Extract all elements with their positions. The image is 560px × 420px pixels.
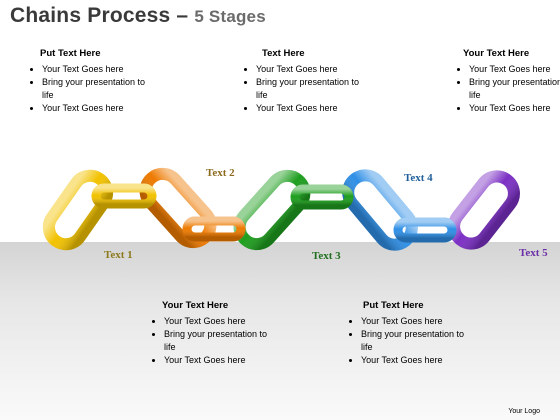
text-block-heading: Put Text Here bbox=[40, 48, 101, 59]
title-main: Chains Process – bbox=[10, 4, 189, 27]
text-block-2: Text Here Your Text Goes here Bring your… bbox=[242, 47, 362, 115]
text-block-heading: Your Text Here bbox=[162, 300, 229, 311]
stage-label-5: Text 5 bbox=[519, 247, 548, 259]
bullet-item: Your Text Goes here bbox=[256, 102, 362, 115]
bullet-item: Bring your presentation to life bbox=[361, 328, 467, 354]
chain-connector-3 bbox=[290, 184, 354, 210]
text-block-heading: Text Here bbox=[262, 48, 305, 59]
bullet-item: Your Text Goes here bbox=[469, 63, 560, 76]
chain-connector-4 bbox=[393, 217, 457, 243]
logo-text: Your Logo bbox=[508, 408, 540, 415]
text-block-4: Your Text Here Your Text Goes here Bring… bbox=[150, 299, 270, 367]
chain-connector-1 bbox=[91, 183, 157, 209]
bullet-item: Bring your presentation to life bbox=[469, 76, 560, 102]
chain-link-5 bbox=[448, 170, 520, 250]
stage-label-3: Text 3 bbox=[312, 250, 341, 262]
title-sub: 5 Stages bbox=[194, 7, 266, 26]
bullet-item: Your Text Goes here bbox=[164, 315, 270, 328]
bullet-item: Bring your presentation to life bbox=[42, 76, 148, 102]
bullet-item: Your Text Goes here bbox=[256, 63, 362, 76]
chain-connector-2 bbox=[182, 216, 246, 242]
text-block-5: Put Text Here Your Text Goes here Bring … bbox=[347, 299, 467, 367]
bullet-item: Bring your presentation to life bbox=[164, 328, 270, 354]
stage-label-4: Text 4 bbox=[404, 172, 433, 184]
bullet-item: Your Text Goes here bbox=[361, 354, 467, 367]
chain-link-3 bbox=[233, 169, 311, 251]
stage-label-2: Text 2 bbox=[206, 167, 235, 179]
bullet-item: Your Text Goes here bbox=[164, 354, 270, 367]
text-block-heading: Put Text Here bbox=[363, 300, 424, 311]
bullet-item: Your Text Goes here bbox=[361, 315, 467, 328]
text-block-3: Your Text Here Your Text Goes here Bring… bbox=[455, 47, 560, 115]
bullet-item: Your Text Goes here bbox=[42, 102, 148, 115]
bullet-item: Your Text Goes here bbox=[42, 63, 148, 76]
chain-link-1 bbox=[42, 169, 114, 251]
text-block-heading: Your Text Here bbox=[463, 48, 530, 59]
stage-label-1: Text 1 bbox=[104, 249, 133, 261]
text-block-1: Put Text Here Your Text Goes here Bring … bbox=[28, 47, 148, 115]
page-title: Chains Process – 5 Stages bbox=[10, 4, 266, 28]
bullet-item: Bring your presentation to life bbox=[256, 76, 362, 102]
bullet-item: Your Text Goes here bbox=[469, 102, 560, 115]
reflection-floor bbox=[0, 242, 560, 420]
